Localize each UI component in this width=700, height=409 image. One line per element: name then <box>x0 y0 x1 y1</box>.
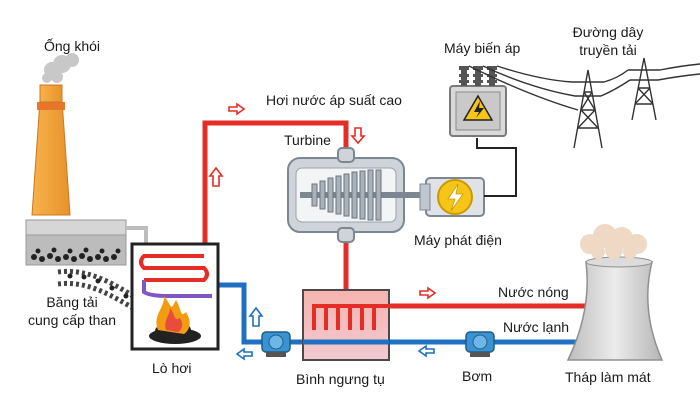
cooling-tower <box>566 256 664 361</box>
generator-label: Máy phát điện <box>414 232 502 248</box>
cooling-tower-label: Tháp làm mát <box>565 369 651 385</box>
steam-cloud-icon <box>580 224 647 259</box>
hot-water-label: Nước nóng <box>498 284 569 300</box>
turbine <box>287 147 426 243</box>
pump-right <box>465 331 495 357</box>
turbine-label: Turbine <box>284 132 331 148</box>
coal-hopper <box>25 219 127 266</box>
generator-wire <box>476 138 517 197</box>
cold-water-label: Nước lạnh <box>503 319 570 335</box>
pump-label: Bơm <box>462 368 493 384</box>
flame-icon <box>156 296 190 334</box>
chimney-band <box>37 102 65 110</box>
condenser <box>302 289 390 361</box>
outline-arrow-icon <box>235 306 435 361</box>
steam-pipe <box>202 120 349 255</box>
conveyor-label-line2: cung cấp than <box>28 312 116 328</box>
boiler <box>130 242 220 351</box>
transmission-line-label-line2: truyền tải <box>579 42 637 58</box>
chimney <box>31 84 71 216</box>
high-pressure-steam-label: Hơi nước áp suất cao <box>266 92 402 108</box>
smoke-cloud-icon <box>42 53 79 83</box>
pump-left <box>261 331 291 357</box>
outline-arrow-icon <box>208 102 437 300</box>
chimney-label: Ống khói <box>44 38 101 54</box>
transmission-pylon-icon <box>468 57 700 149</box>
transformer <box>449 66 507 137</box>
generator <box>419 177 485 217</box>
transformer-label: Máy biến áp <box>444 40 521 56</box>
transmission-line-label-line1: Đường dây <box>572 24 644 40</box>
conveyor-label-line1: Băng tải <box>46 294 98 310</box>
lightning-bolt-icon <box>447 183 464 212</box>
condenser-label: Bình ngưng tụ <box>296 371 385 387</box>
boiler-label: Lò hơi <box>152 360 192 376</box>
